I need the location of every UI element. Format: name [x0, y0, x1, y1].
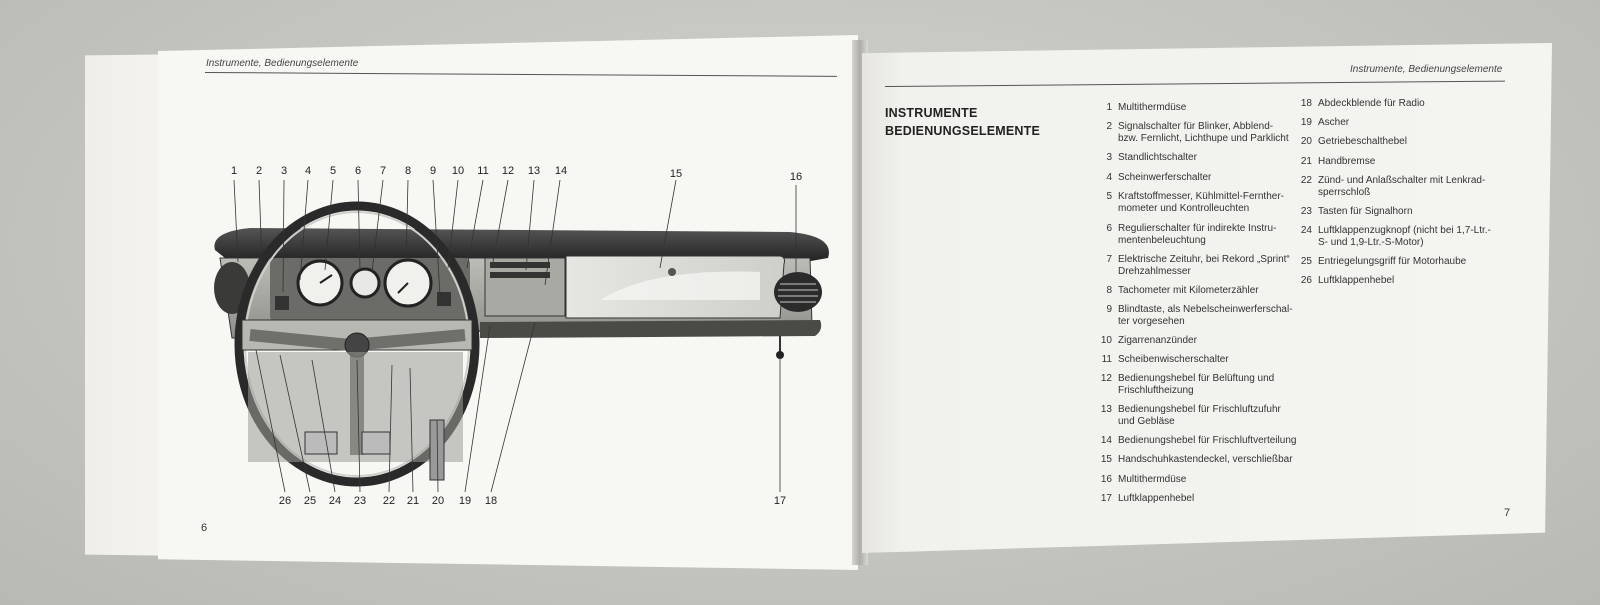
callout-21: 21	[406, 495, 420, 507]
callout-6: 6	[354, 165, 362, 177]
callout-leader-lines	[233, 179, 797, 493]
left-page-number: 6	[201, 522, 208, 534]
callout-12: 12	[501, 165, 515, 177]
callout-22: 22	[382, 495, 396, 507]
callout-4: 4	[304, 165, 312, 177]
callout-13: 13	[527, 165, 541, 177]
callout-2: 2	[255, 165, 263, 177]
callout-3: 3	[280, 165, 288, 177]
callout-17: 17	[773, 495, 787, 507]
callout-7: 7	[379, 165, 387, 177]
callout-24: 24	[328, 495, 342, 507]
callout-5: 5	[329, 165, 337, 177]
callout-18: 18	[484, 495, 498, 507]
callout-19: 19	[458, 495, 472, 507]
callout-23: 23	[353, 495, 367, 507]
callout-11: 11	[477, 165, 489, 177]
callout-9: 9	[429, 165, 437, 177]
section-title: INSTRUMENTE BEDIENUNGSELEMENTE	[885, 104, 1040, 140]
instrument-cluster	[270, 258, 470, 322]
right-running-head: Instrumente, Bedienungselemente	[1350, 64, 1503, 75]
section-title-line-1: INSTRUMENTE	[885, 106, 978, 120]
right-page-number: 7	[1504, 507, 1511, 519]
section-title-line-2: BEDIENUNGSELEMENTE	[885, 124, 1041, 138]
callout-16: 16	[789, 171, 803, 183]
left-running-head: Instrumente, Bedienungselemente	[206, 58, 359, 69]
callout-15: 15	[669, 168, 683, 180]
right-page	[862, 43, 1552, 553]
callout-14: 14	[554, 165, 568, 177]
callout-26: 26	[278, 495, 292, 507]
callout-8: 8	[404, 165, 412, 177]
callout-1: 1	[230, 165, 238, 177]
callout-20: 20	[431, 495, 445, 507]
callout-25: 25	[303, 495, 317, 507]
callout-10: 10	[451, 165, 465, 177]
